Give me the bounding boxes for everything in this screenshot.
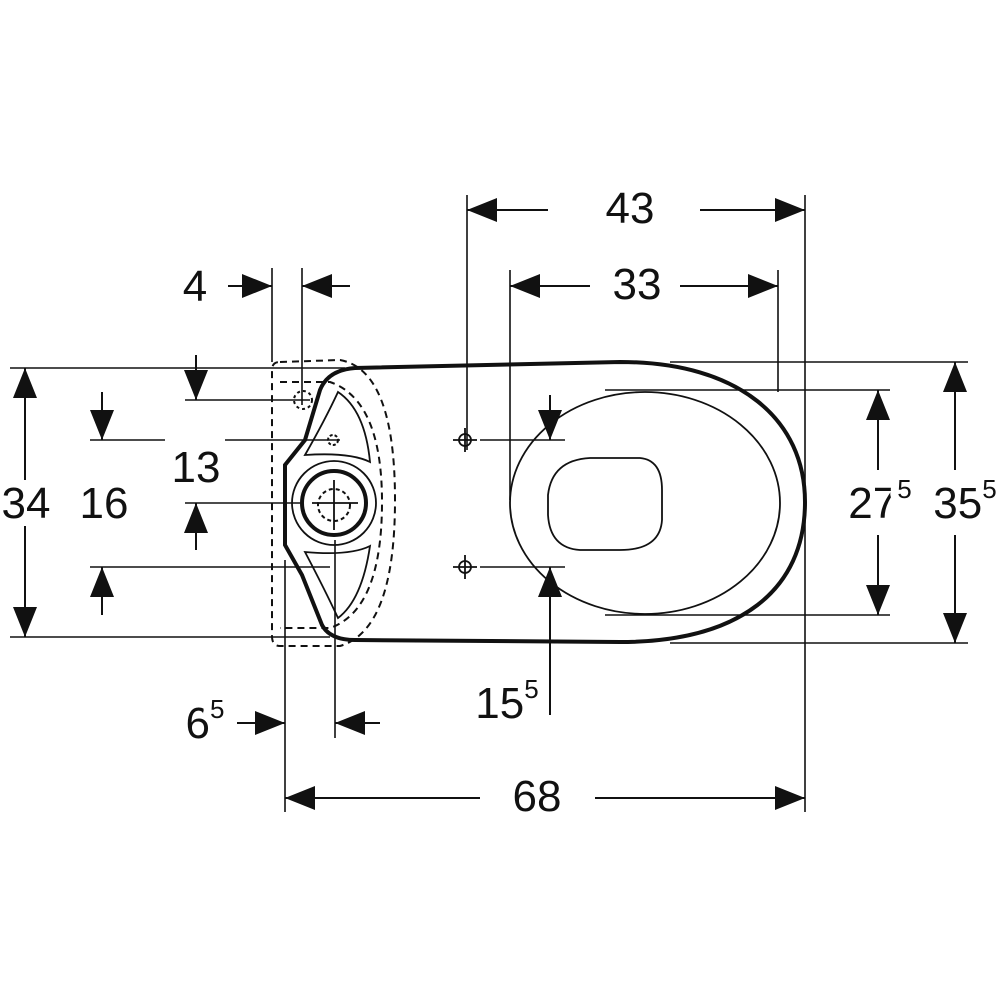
hidden-outline-outer <box>271 358 397 647</box>
dim-label-6-5: 65 <box>186 694 225 748</box>
dim-label-34: 34 <box>2 479 51 528</box>
dim-label-15-5: 155 <box>475 674 538 728</box>
fixing-hole-icon <box>293 390 313 410</box>
seat-rim <box>509 391 781 615</box>
dim-label-27-5: 275 <box>848 474 911 528</box>
fixing-point-icon <box>453 555 477 579</box>
dimension-labels: 43 33 4 13 16 34 275 355 65 155 68 <box>0 176 1000 829</box>
dim-label-43: 43 <box>606 184 655 233</box>
outlet-crosshair-icon <box>312 480 358 530</box>
upper-rib <box>303 390 372 464</box>
extension-lines <box>10 195 968 812</box>
dim-label-33: 33 <box>613 260 662 309</box>
outlet-pipe <box>300 469 368 537</box>
toilet-top-view <box>271 358 808 647</box>
hidden-outline-inner <box>280 381 384 629</box>
dim-label-4: 4 <box>183 262 207 311</box>
dim-label-68: 68 <box>513 772 562 821</box>
lower-rib <box>303 544 372 620</box>
fixing-point-icon <box>453 428 477 452</box>
dimension-lines <box>12 198 967 810</box>
bowl-outline <box>283 359 808 645</box>
bowl-opening <box>547 457 663 551</box>
dim-label-16: 16 <box>80 479 129 528</box>
dim-label-35-5: 355 <box>933 474 996 528</box>
dim-label-13: 13 <box>172 443 221 492</box>
